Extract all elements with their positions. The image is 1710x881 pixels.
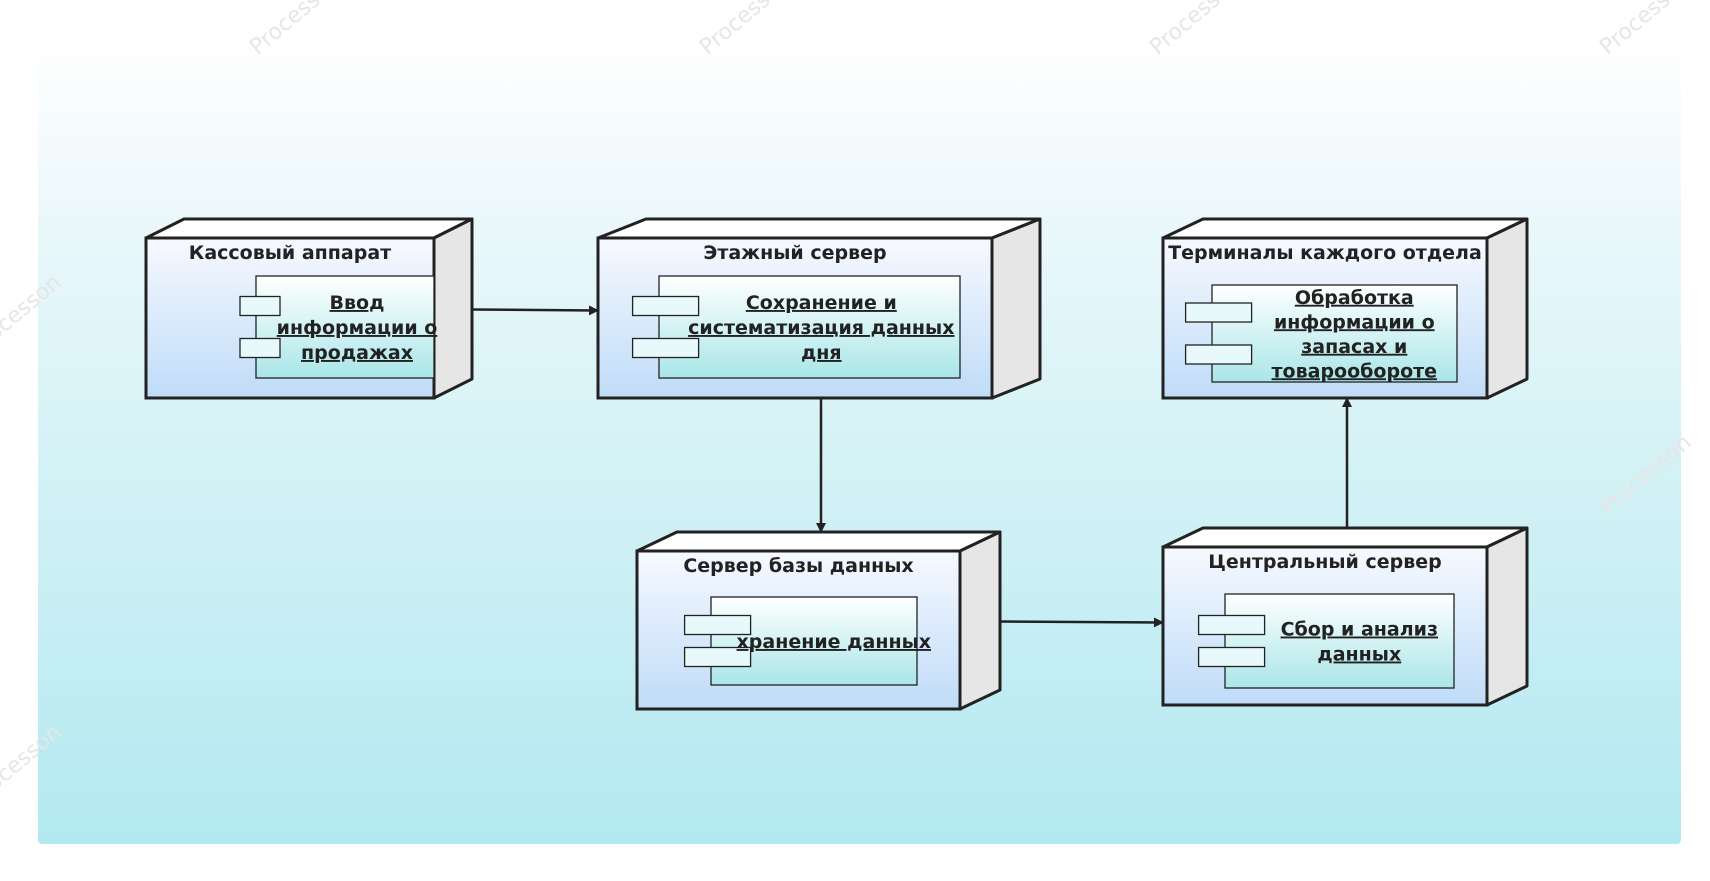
component-tab [239,295,281,317]
node-side-face [958,530,1002,711]
node-title: Этажный сервер [703,242,886,264]
component-label-line: Ввод [330,292,385,314]
component-label-line: систематизация данных [688,317,954,339]
component-box [1211,284,1458,383]
node-title: Центральный сервер [1208,551,1442,573]
component-central[interactable]: Сбор и анализ данных [1197,593,1455,689]
component-tab [1197,646,1266,668]
component-tab [631,337,700,359]
node-top-face [144,217,474,240]
edges-layer [471,305,1352,628]
node-side-face [990,217,1042,400]
edge-db-to-central[interactable] [999,617,1164,628]
component-box [658,275,961,379]
component-tab [239,337,281,359]
component-cash[interactable]: Ввод информации о продажах [239,275,438,379]
component-label-line: дня [801,342,842,364]
node-side-face [1485,526,1529,707]
edge-cash-to-floor[interactable] [471,305,599,316]
component-tab [631,295,700,317]
component-label-line: информации о [277,317,438,339]
component-label-line: Обработка [1295,287,1414,309]
component-box [710,596,918,686]
component-label-line: запасах и [1301,336,1407,358]
component-tab [1197,614,1266,636]
node-top-face [596,217,1042,240]
component-label-line: хранение данных [737,631,932,653]
component-box [1224,593,1455,689]
component-tab [683,614,752,636]
component-label-line: товарообороте [1272,360,1438,382]
node-top-face [1161,526,1529,549]
component-label-line: Сбор и анализ [1281,619,1438,641]
node-terminals[interactable]: Терминалы каждого отделаОбработкаинформа… [1161,217,1529,400]
component-label-line: Сохранение и [746,292,897,314]
diagram-background [38,42,1681,844]
node-side-face [432,217,474,400]
node-title: Сервер базы данных [683,555,913,577]
component-tab [683,646,752,668]
node-title: Терминалы каждого отдела [1168,242,1482,264]
component-tab [1184,302,1253,323]
node-db[interactable]: Сервер базы данных хранение данных [635,530,1002,711]
component-box [255,275,435,379]
node-top-face [635,530,1002,553]
node-top-face [1161,217,1529,240]
component-label-line: продажах [301,342,413,364]
component-db[interactable]: хранение данных [683,596,932,686]
node-title: Кассовый аппарат [189,242,391,264]
node-side-face [1485,217,1529,400]
component-label-line: данных [1317,644,1401,666]
component-tab [1184,344,1253,365]
component-floor[interactable]: Сохранение и систематизация данных дня [631,275,961,379]
component-label-line: информации о [1274,311,1435,333]
